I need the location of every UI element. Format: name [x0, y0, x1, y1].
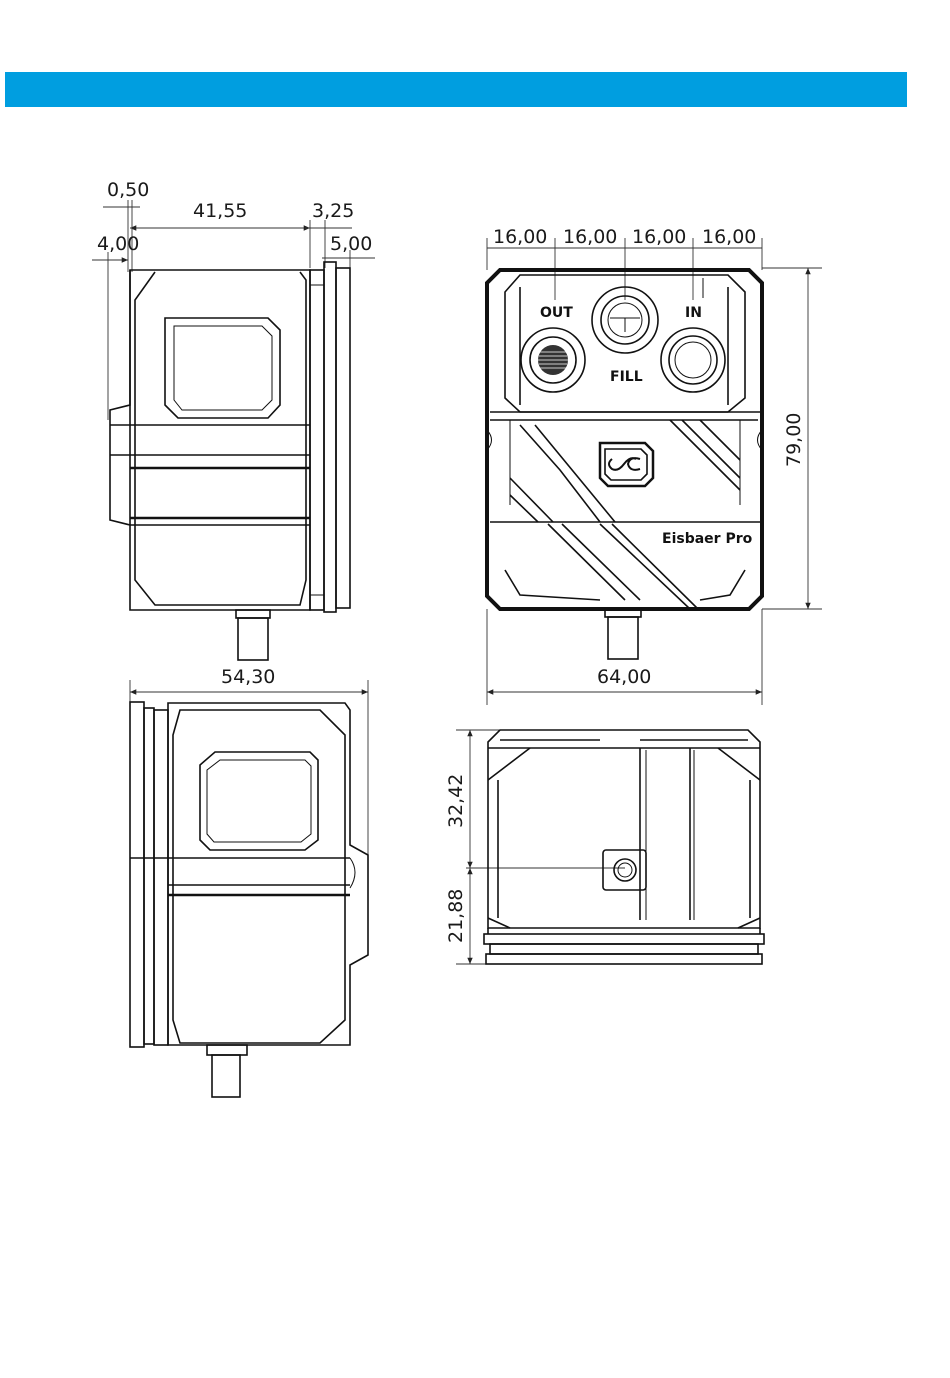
brand-label: Eisbaer Pro	[662, 531, 753, 547]
side-view-left: 0,50 41,55 3,25 4,00 5,00	[92, 179, 375, 660]
port-label-out: OUT	[540, 305, 573, 321]
dim-text-050: 0,50	[107, 179, 149, 201]
bottom-view: 32,42 21,88	[445, 730, 764, 964]
dim-text-16-a: 16,00	[493, 226, 547, 248]
dim-text-5430: 54,30	[221, 666, 275, 688]
port-label-in: IN	[685, 305, 702, 321]
dim-text-height: 79,00	[783, 413, 805, 467]
brand-logo-icon	[600, 443, 653, 486]
dim-text-4155: 41,55	[193, 200, 247, 222]
dim-text-16-c: 16,00	[632, 226, 686, 248]
dim-text-3242: 32,42	[445, 774, 467, 828]
port-label-fill: FILL	[610, 369, 643, 385]
dim-text-325: 3,25	[312, 200, 354, 222]
side-view-right: 54,30	[130, 666, 368, 1097]
dim-text-16-d: 16,00	[702, 226, 756, 248]
dim-text-500: 5,00	[330, 233, 372, 255]
dim-text-2188: 21,88	[445, 889, 467, 943]
dim-text-400: 4,00	[97, 233, 139, 255]
dim-text-16-b: 16,00	[563, 226, 617, 248]
front-view: 16,00 16,00 16,00 16,00 79,00 64,00	[487, 226, 822, 705]
dim-text-width: 64,00	[597, 666, 651, 688]
